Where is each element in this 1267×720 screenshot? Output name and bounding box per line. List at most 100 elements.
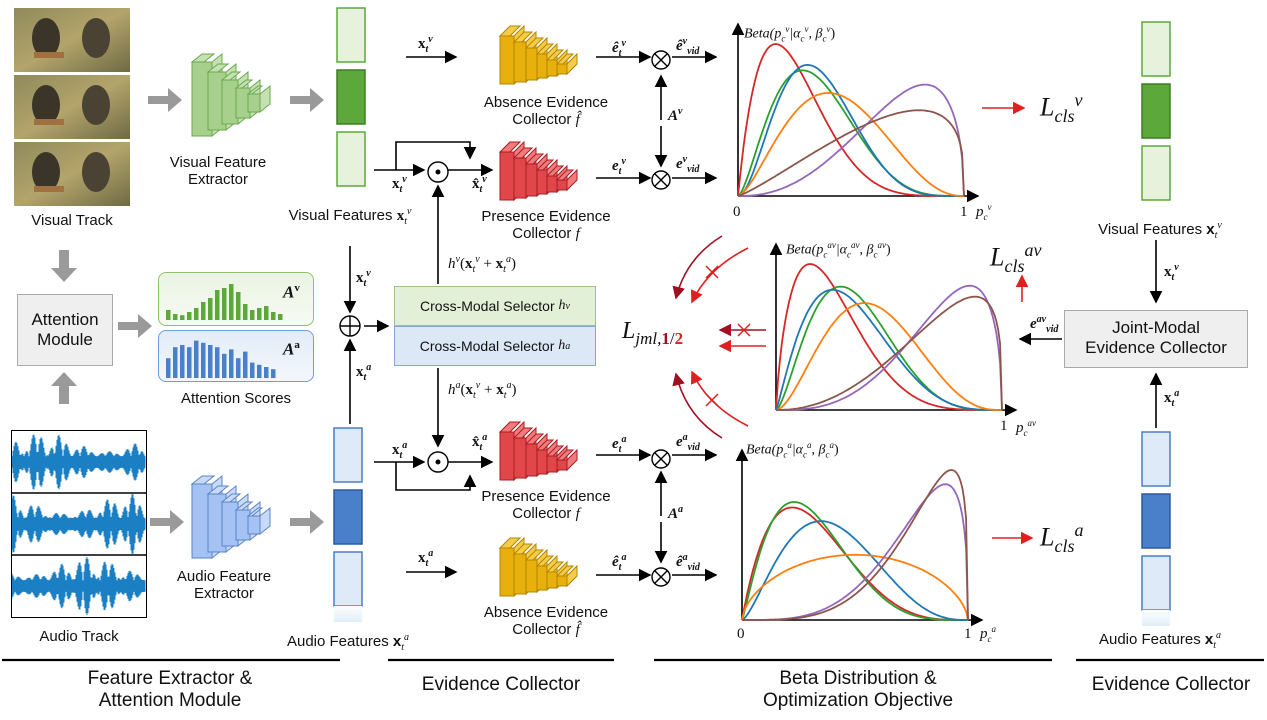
beta-curve: [741, 553, 969, 621]
attention-visual-bar: [271, 312, 276, 320]
attention-audio-bar: [250, 362, 255, 378]
loss-cls-visual: Lclsv: [1040, 90, 1083, 126]
xa-to-joint: xta: [1164, 388, 1180, 409]
section-evidence-collector: Evidence Collector: [421, 674, 581, 695]
xv-to-joint: xtv: [1164, 262, 1179, 283]
attention-visual-bar: [222, 288, 227, 320]
A-v-label: Av: [668, 106, 683, 124]
beta-av-title: Beta(pcav|αcav, βcav): [786, 240, 891, 260]
attention-visual-bar: [215, 290, 220, 320]
e-a: eta: [612, 434, 627, 455]
axis-v-zero: 0: [733, 204, 741, 220]
attention-visual-bar: [257, 308, 262, 320]
beta-curve: [742, 469, 969, 621]
attention-audio-bar: [166, 358, 171, 378]
attention-audio-bar: [180, 345, 185, 378]
beta-curve: [737, 43, 964, 197]
audio-features-right-label: Audio Features xta: [1098, 630, 1222, 651]
attention-module-box: [17, 294, 113, 366]
section-beta-distribution: Beta Distribution & Optimization Objecti…: [762, 668, 954, 711]
video-frame-3: [14, 142, 130, 206]
beta-curve: [737, 69, 964, 197]
attention-visual-bar: [264, 306, 269, 320]
e-vid-a: eavid: [676, 432, 700, 453]
video-frames-image: [14, 8, 130, 206]
audio-features-label: Audio Features xta: [286, 632, 410, 653]
joint-modal-collector-label: Joint-Modal Evidence Collector: [1085, 318, 1227, 357]
attention-audio-bar: [173, 347, 178, 378]
attention-audio-symbol: Aa: [283, 339, 300, 359]
attention-audio-bar: [257, 364, 262, 378]
ehat-v: êtv: [612, 38, 626, 59]
xhat-a: x̂ta: [472, 432, 488, 453]
attention-visual-bar: [201, 302, 206, 320]
audio-track-waveform: [11, 430, 147, 618]
section-feature-extractor: Feature Extractor & Attention Module: [87, 668, 253, 711]
waveform-segment-3: [11, 557, 146, 615]
odot-visual: [427, 161, 449, 183]
attention-visual-bar: [208, 298, 213, 320]
otimes-audio-absence: [651, 567, 671, 587]
ehat-vid-v: êvvid: [676, 36, 700, 57]
visual-feature-extractor-label: Visual Feature Extractor: [169, 154, 267, 189]
attention-audio-bar: [208, 345, 213, 378]
attention-visual-bar: [173, 314, 178, 320]
attention-audio-bar: [229, 349, 234, 378]
attention-audio-bar: [187, 347, 192, 378]
audio-feature-column: [333, 427, 363, 622]
attention-audio-bar: [201, 342, 206, 378]
absence-evidence-collector-bottom: [498, 536, 578, 598]
beta-curve: [775, 285, 1002, 411]
odot-audio: [427, 451, 449, 473]
xa-to-oplus: xta: [356, 362, 372, 383]
xa-input-absence: xta: [418, 548, 434, 569]
attention-visual-bar: [243, 304, 248, 320]
beta-plot-joint: [769, 242, 1018, 417]
axis-v-one: 1: [960, 204, 968, 220]
beta-curve: [776, 295, 1003, 411]
A-a-label: Aa: [668, 504, 684, 522]
ha-expression: ha(xtv + xta): [448, 380, 517, 401]
axis-v-label: pcv: [976, 202, 992, 222]
beta-plots: [731, 22, 1018, 627]
attention-visual-bar: [229, 284, 234, 320]
xhat-v: x̂tv: [472, 174, 487, 195]
waveform-segment-2: [11, 494, 146, 554]
loss-jml: Ljml,1/2: [622, 318, 684, 348]
beta-curve: [737, 91, 964, 197]
video-frame-1: [14, 8, 130, 72]
waveform-segment-1: [11, 434, 146, 490]
attention-visual-bar: [166, 310, 171, 320]
attention-audio-bar: [243, 351, 248, 378]
oplus-fusion: [339, 315, 361, 337]
attention-visual-bar: [194, 308, 199, 320]
xv-input-loop: xtv: [392, 174, 407, 195]
attention-audio-bar: [222, 353, 227, 378]
absence-collector-top-label: Absence Evidence Collector f̂: [483, 94, 609, 129]
loss-cls-audio: Lclsa: [1040, 520, 1084, 556]
attention-visual-symbol: Av: [283, 282, 300, 302]
beta-curve: [775, 263, 1002, 411]
hv-expression: hv(xtv + xta): [448, 254, 516, 275]
e-v: etv: [612, 156, 626, 177]
e-vid-av: eavvid: [1030, 314, 1059, 335]
xv-input-absence: xtv: [418, 34, 433, 55]
visual-feature-extractor: [190, 52, 271, 138]
beta-plot-visual: [731, 22, 980, 203]
absence-evidence-collector-top: [498, 24, 578, 86]
beta-curve: [741, 501, 968, 621]
xv-to-oplus: xtv: [356, 268, 371, 289]
attention-audio-bar: [264, 367, 269, 378]
beta-curve: [775, 302, 1002, 411]
beta-plot-audio: [735, 448, 984, 627]
audio-feature-extractor: [190, 474, 271, 560]
visual-features-label: Visual Features xtv: [288, 206, 412, 227]
attention-visual-bar: [250, 310, 255, 320]
audio-feature-extractor-label: Audio Feature Extractor: [176, 568, 272, 603]
beta-curve: [738, 83, 965, 197]
section-evidence-collector-right: Evidence Collector: [1091, 674, 1251, 695]
visual-feature-column-right: [1141, 21, 1171, 201]
